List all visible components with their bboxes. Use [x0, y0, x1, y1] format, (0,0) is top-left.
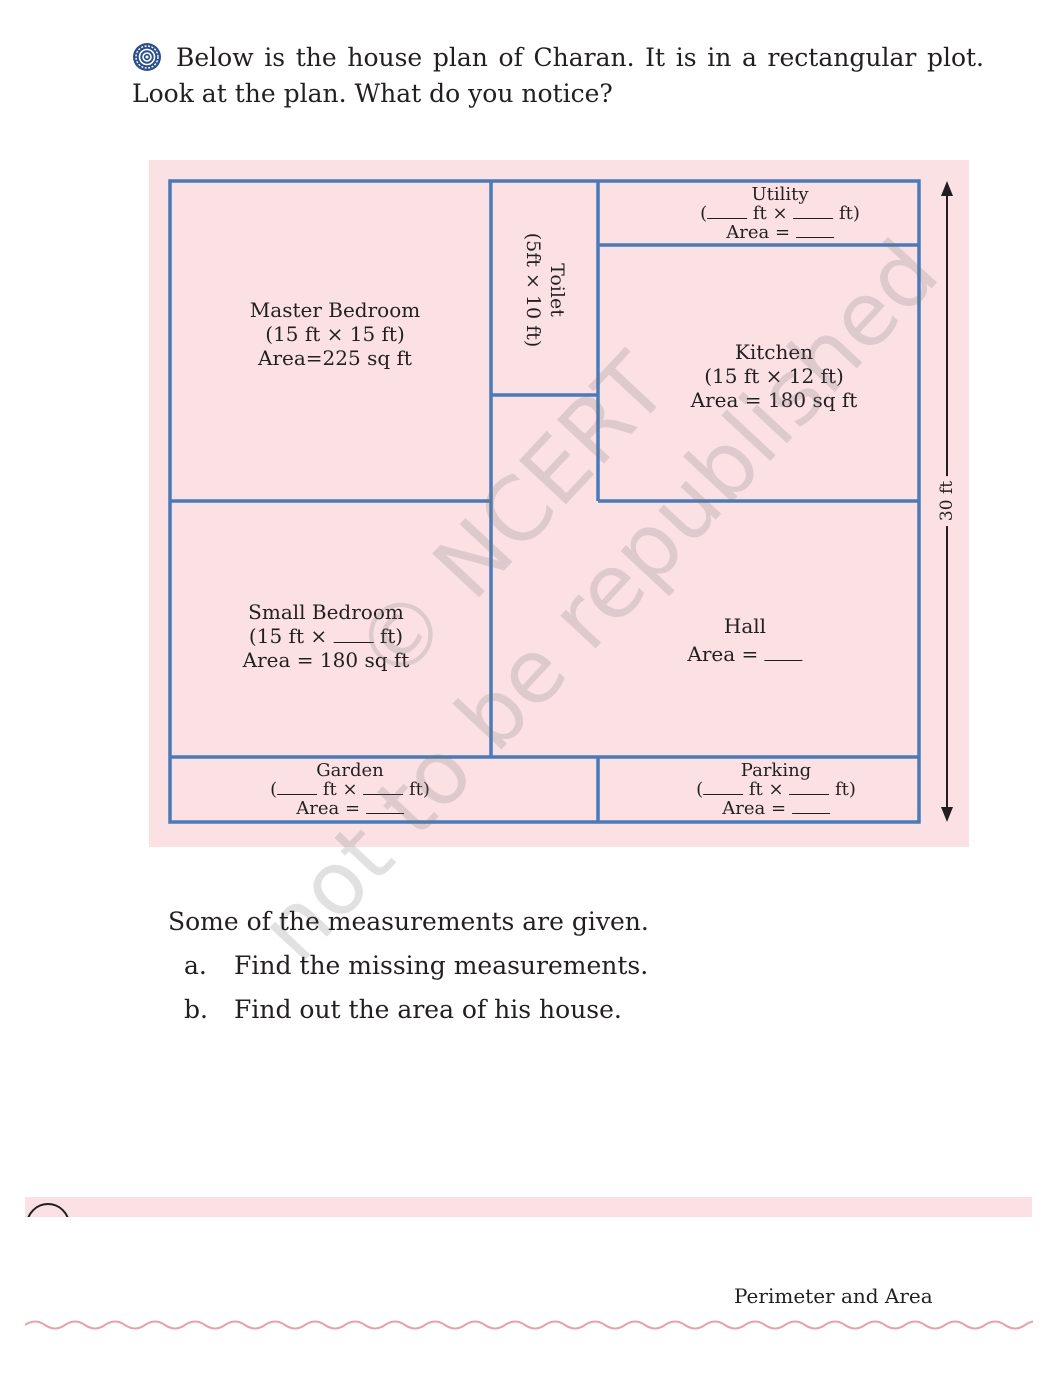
small-bedroom-name: Small Bedroom: [248, 600, 404, 624]
small-bedroom-dims: (15 ft × ft): [248, 624, 404, 648]
parking-name: Parking: [740, 760, 812, 781]
master-bedroom-dims: (15 ft × 15 ft): [265, 322, 405, 346]
master-bedroom-label: Master Bedroom (15 ft × 15 ft) Area=225 …: [250, 298, 420, 370]
question-letter: a.: [184, 951, 207, 980]
house-plan-walls: [168, 179, 953, 824]
question-text: Find the missing measurements.: [234, 951, 649, 980]
house-plan-background: [149, 160, 969, 847]
spiral-bullet-icon: [133, 43, 161, 71]
parking-dims: ( ft × ft): [696, 779, 856, 800]
utility-label: Utility ( ft × ft) Area =: [700, 185, 860, 242]
question-text: Find out the area of his house.: [234, 995, 622, 1024]
toilet-name: Toilet: [546, 263, 568, 317]
footer-cutoff: [20, 1217, 80, 1257]
kitchen-dims: (15 ft × 12 ft): [704, 364, 844, 388]
question-letter: b.: [184, 995, 208, 1024]
intro-paragraph: Below is the house plan of Charan. It is…: [132, 40, 984, 112]
hall-name: Hall: [723, 614, 767, 638]
parking-area: Area =: [696, 799, 856, 818]
questions-lead: Some of the measurements are given.: [168, 907, 649, 936]
footer-wave-divider: [25, 1320, 1033, 1330]
question-item: b. Find out the area of his house.: [168, 988, 649, 1032]
utility-area: Area =: [700, 223, 860, 242]
toilet-label: Toilet (5ft × 10 ft): [521, 233, 569, 347]
chapter-title: Perimeter and Area: [734, 1284, 933, 1308]
hall-label: Hall Area =: [687, 612, 803, 668]
utility-name: Utility: [751, 184, 809, 205]
kitchen-name: Kitchen: [734, 340, 814, 364]
kitchen-label: Kitchen (15 ft × 12 ft) Area = 180 sq ft: [691, 340, 858, 412]
intro-text: Below is the house plan of Charan. It is…: [132, 43, 984, 108]
garden-area: Area =: [270, 799, 430, 818]
garden-label: Garden ( ft × ft) Area =: [270, 761, 430, 818]
small-bedroom-label: Small Bedroom (15 ft × ft) Area = 180 sq…: [243, 600, 410, 672]
master-bedroom-area: Area=225 sq ft: [258, 346, 412, 370]
footer-band: [25, 1197, 1032, 1217]
small-bedroom-area: Area = 180 sq ft: [242, 648, 410, 672]
questions-block: Some of the measurements are given. a. F…: [168, 900, 649, 1032]
height-dimension-label: 30 ft: [937, 475, 957, 527]
utility-dims: ( ft × ft): [700, 203, 860, 224]
parking-label: Parking ( ft × ft) Area =: [696, 761, 856, 818]
question-item: a. Find the missing measurements.: [168, 944, 649, 988]
garden-name: Garden: [316, 760, 384, 781]
hall-area: Area =: [687, 640, 803, 668]
kitchen-area: Area = 180 sq ft: [690, 388, 858, 412]
toilet-dims: (5ft × 10 ft): [522, 232, 544, 348]
master-bedroom-name: Master Bedroom: [249, 298, 421, 322]
garden-dims: ( ft × ft): [270, 779, 430, 800]
